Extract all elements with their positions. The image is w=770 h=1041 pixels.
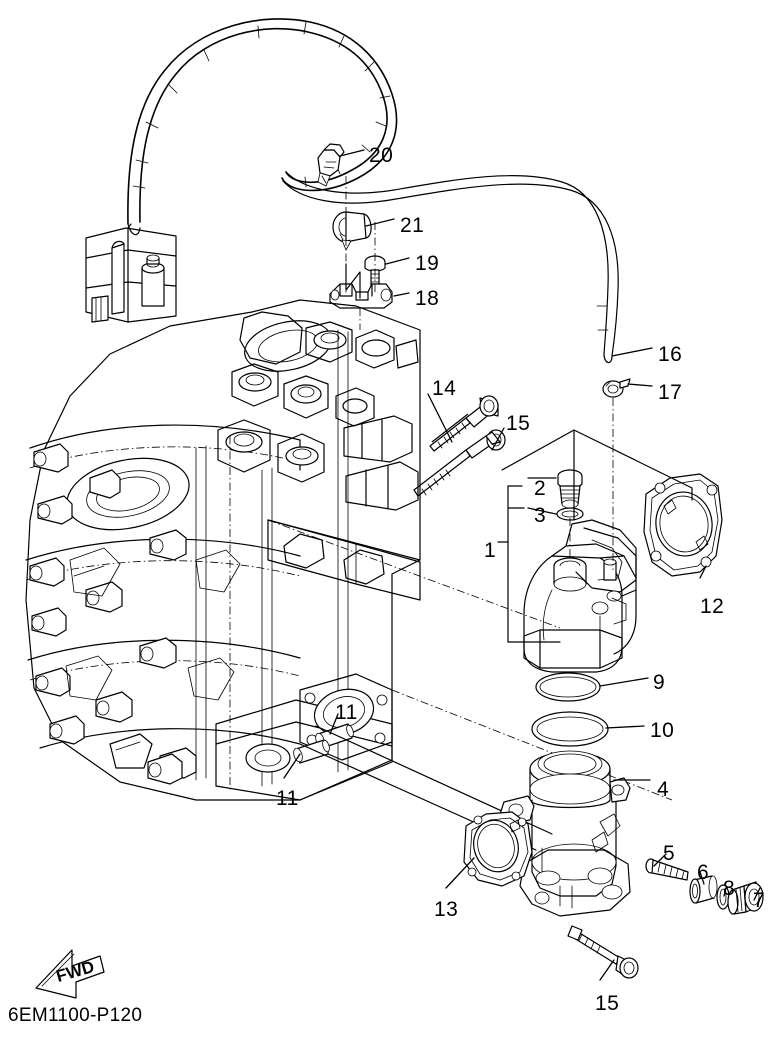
breather-hose-right [282,171,619,364]
plug-bolt-2 [557,469,583,509]
callout-8[interactable]: 8 [723,877,736,900]
callout-15-lower[interactable]: 15 [595,992,620,1015]
callout-14[interactable]: 14 [432,377,457,400]
callout-19[interactable]: 19 [415,252,440,275]
callout-2[interactable]: 2 [534,477,547,500]
upper-mount-bracket [85,223,177,323]
callout-9[interactable]: 9 [653,671,666,694]
group-1-bracket [507,485,561,643]
callout-17[interactable]: 17 [658,381,683,404]
callout-18[interactable]: 18 [415,287,440,310]
intake-manifold-1 [523,519,637,673]
callout-11-upper[interactable]: 11 [335,701,358,724]
drawing-code-label: 6EM1100-P120 [8,1005,143,1026]
dowel-pin-lower-11 [293,739,330,764]
callout-5[interactable]: 5 [663,842,676,865]
hose-clip-20 [317,143,345,187]
throttle-body-4 [499,750,631,917]
screw-5 [645,858,689,881]
leader-lines [283,149,761,981]
callout-1[interactable]: 1 [484,539,497,562]
callout-20[interactable]: 20 [369,144,394,167]
callout-13[interactable]: 13 [434,898,459,921]
o-ring-10 [531,711,609,747]
callout-12[interactable]: 12 [700,595,725,618]
bolt-flange-lower-15 [567,925,639,979]
callout-16[interactable]: 16 [658,343,683,366]
o-ring-9 [535,672,601,702]
block-stud-row [29,443,85,745]
callout-4[interactable]: 4 [657,778,670,801]
callout-15-upper[interactable]: 15 [506,412,531,435]
callout-10[interactable]: 10 [650,719,675,742]
bolt-long-14 [429,395,499,452]
callout-21[interactable]: 21 [400,214,425,237]
collar-6 [689,875,718,904]
callout-7[interactable]: 7 [753,889,766,912]
callout-3[interactable]: 3 [534,504,547,527]
engine-cylinder-block [25,299,421,801]
callout-11-lower[interactable]: 11 [276,787,299,810]
gasket-upper-12 [643,473,723,577]
fwd-arrow-icon [35,949,105,999]
hose-clamp-17 [602,378,631,398]
callout-6[interactable]: 6 [697,861,710,884]
gasket-lower-13 [463,811,533,887]
